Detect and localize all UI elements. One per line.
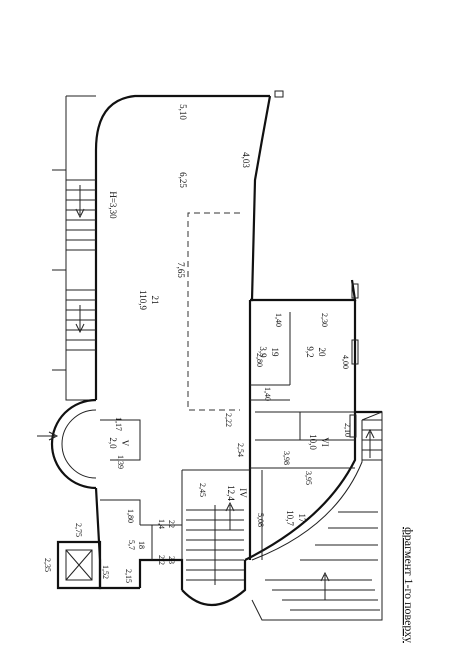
stairs-lower-right <box>265 511 380 611</box>
dim-label: 2,75 <box>74 523 83 537</box>
room-20-area: 9,2 <box>305 346 315 357</box>
dim-label: 3,98 <box>282 451 291 465</box>
room-23-area: 2,2 <box>157 555 166 565</box>
dim-label: 1,40 <box>274 313 283 327</box>
window-marks <box>274 90 359 438</box>
dim-label: 4,00 <box>341 355 350 369</box>
room-IV-id: IV <box>238 488 248 498</box>
room-V-id: V <box>120 440 130 447</box>
height-note: H=3,30 <box>108 191 118 219</box>
room-19-area: 3,9 <box>258 346 268 358</box>
dimension-labels: 5,10 4,03 6,25 7,65 1,40 2,30 2,80 4,00 … <box>43 104 352 583</box>
dim-label: 7,65 <box>176 262 186 278</box>
room-18-id: 18 <box>137 541 146 549</box>
room-V-area: 2,0 <box>108 437 118 449</box>
interior-walls <box>100 212 355 560</box>
room-labels: 21 110,9 19 3,9 20 9,2 VI 10,0 V 2,0 IV … <box>108 290 330 565</box>
dim-label: 2,22 <box>224 413 233 427</box>
dim-label: 2,80 <box>255 353 264 367</box>
room-17-id: 17 <box>297 514 307 524</box>
room-22-id: 22 <box>167 520 176 528</box>
dim-label: 2,54 <box>236 443 245 457</box>
room-IV-area: 12,4 <box>226 485 236 501</box>
plan-caption: фрагмент 1-го поверху <box>402 527 416 643</box>
dim-label: 6,25 <box>178 172 188 188</box>
dim-label: 1,80 <box>126 509 135 523</box>
room-17-area: 10,7 <box>285 510 295 526</box>
dim-label: 5,08 <box>256 513 265 527</box>
room-21-id: 21 <box>150 296 160 305</box>
dim-label: 1,39 <box>116 455 125 469</box>
dim-label: 2,30 <box>320 313 329 327</box>
dim-label: 4,03 <box>241 152 251 168</box>
outer-walls <box>50 94 383 621</box>
room-18-area: 5,7 <box>127 540 136 550</box>
room-VI-area: 10,0 <box>308 434 318 450</box>
room-VI-id: VI <box>320 437 330 447</box>
dim-label: 3,95 <box>304 471 313 485</box>
room-22-area: 1,4 <box>157 519 166 529</box>
stairs-core <box>186 505 244 585</box>
stairs-right-entrance <box>362 419 382 461</box>
dim-label: 2,15 <box>124 569 133 583</box>
room-19-id: 19 <box>270 348 280 358</box>
dim-label: 5,10 <box>178 104 188 120</box>
stairs-left-terrace <box>66 179 96 351</box>
dim-label: 2,10 <box>343 423 352 437</box>
room-23-id: 23 <box>167 556 176 564</box>
room-21-area: 110,9 <box>138 290 148 310</box>
dim-label: 2,35 <box>43 558 52 572</box>
room-20-id: 20 <box>317 348 327 358</box>
arrow-icons <box>37 185 375 600</box>
dim-label: 1,40 <box>263 387 272 401</box>
dim-label: 2,45 <box>198 483 207 497</box>
dim-label: 1,52 <box>101 565 110 579</box>
dim-label: 1,17 <box>114 417 123 431</box>
